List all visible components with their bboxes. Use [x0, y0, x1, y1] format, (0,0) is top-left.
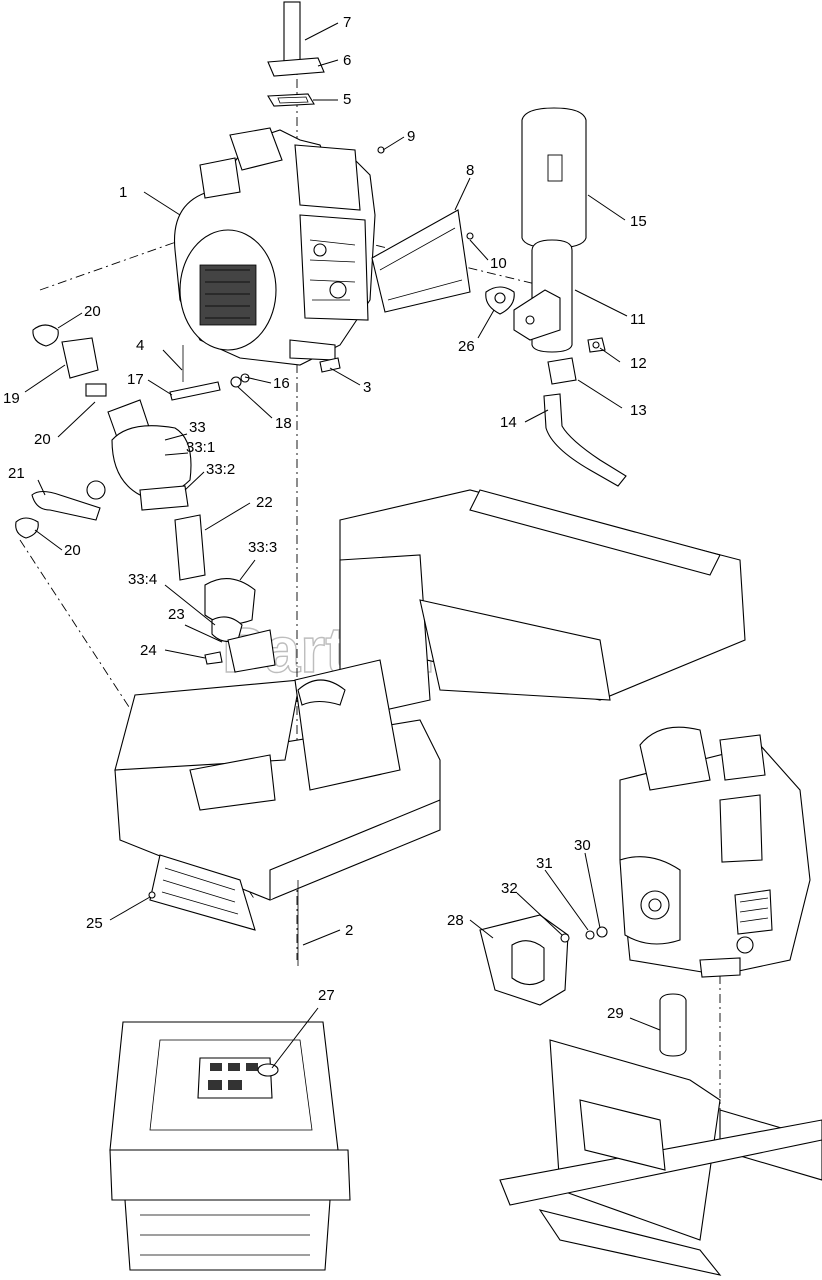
callout-17: 17	[127, 371, 144, 388]
callout-33-4: 33:4	[128, 571, 157, 588]
engine-assembly	[173, 127, 376, 366]
chassis-frame	[114, 489, 746, 966]
callout-3: 3	[363, 379, 371, 396]
callout-21: 21	[8, 465, 25, 482]
callout-16: 16	[273, 375, 290, 392]
callout-23: 23	[168, 606, 185, 623]
air-intake	[15, 324, 276, 673]
callout-33-3: 33:3	[248, 539, 277, 556]
callout-4: 4	[136, 337, 144, 354]
callout-13: 13	[630, 402, 647, 419]
muffler	[513, 107, 606, 353]
callout-25: 25	[86, 915, 103, 932]
callout-11: 11	[630, 311, 646, 328]
frame-rear-right	[499, 1039, 822, 1276]
callout-7: 7	[343, 14, 351, 31]
callout-22: 22	[256, 494, 273, 511]
callout-6: 6	[343, 52, 351, 69]
hardware	[169, 146, 600, 401]
callout-24: 24	[140, 642, 157, 659]
tail-pipe	[543, 357, 627, 487]
callout-28: 28	[447, 912, 464, 929]
exhaust-stack	[267, 1, 325, 107]
frame-detail	[109, 1021, 351, 1271]
callout-31: 31	[536, 855, 553, 872]
callout-10: 10	[490, 255, 507, 272]
callout-18: 18	[275, 415, 292, 432]
callout-20-bottom: 20	[64, 542, 81, 559]
callout-20-middle: 20	[34, 431, 51, 448]
heat-shield	[371, 209, 471, 313]
callout-labels: 1 2 3 4 5 6 7 8 9 10 11 12 13 14 15 16 1…	[3, 14, 647, 1022]
callout-26: 26	[458, 338, 475, 355]
callout-19: 19	[3, 390, 20, 407]
callout-8: 8	[466, 162, 474, 179]
callout-33: 33	[189, 419, 206, 436]
callout-32: 32	[501, 880, 518, 897]
callout-12: 12	[630, 355, 647, 372]
callout-33-1: 33:1	[186, 439, 215, 456]
callout-5: 5	[343, 91, 351, 108]
callout-1: 1	[119, 184, 127, 201]
gasket	[485, 286, 515, 315]
callout-29: 29	[607, 1005, 624, 1022]
callout-15: 15	[630, 213, 647, 230]
callout-14: 14	[500, 414, 517, 431]
callout-27: 27	[318, 987, 335, 1004]
callout-2: 2	[345, 922, 353, 939]
callout-33-2: 33:2	[206, 461, 235, 478]
callout-20-top: 20	[84, 303, 101, 320]
adapter-plate	[479, 914, 608, 1006]
leader-lines	[24, 22, 661, 1069]
callout-9: 9	[407, 128, 415, 145]
callout-30: 30	[574, 837, 591, 854]
fuel-filter	[659, 993, 687, 1057]
engine-side-view	[619, 726, 811, 978]
